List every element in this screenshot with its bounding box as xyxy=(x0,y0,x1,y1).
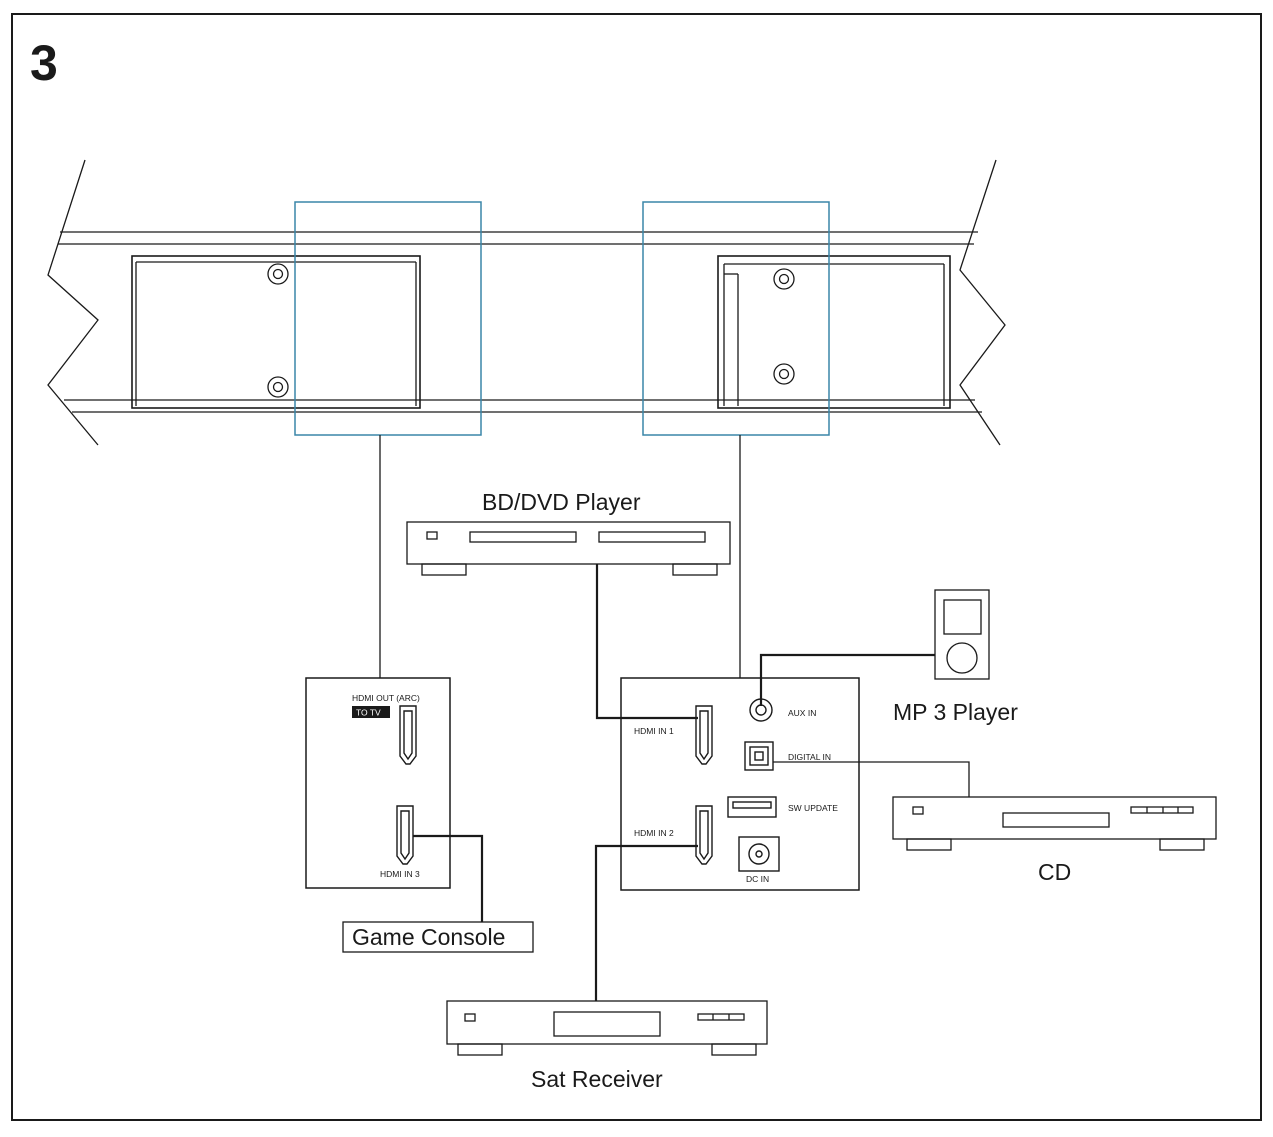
sw-update-label: SW UPDATE xyxy=(788,803,838,813)
left-recess xyxy=(131,255,421,409)
cable-cd-to-digital-in xyxy=(773,761,970,797)
dc-power-port-icon xyxy=(738,836,780,872)
callout-box-right xyxy=(642,201,830,436)
sat-receiver-label: Sat Receiver xyxy=(531,1066,663,1092)
hdmi-out-arc-label: HDMI OUT (ARC) xyxy=(352,693,420,703)
hdmi-port-icon xyxy=(695,805,713,865)
sat-receiver xyxy=(446,1000,768,1056)
cable-bd-dvd-to-hdmi-in1 xyxy=(595,564,698,720)
usb-port-icon xyxy=(727,796,777,818)
cable-sat-receiver-to-hdmi-in2 xyxy=(594,844,698,1001)
hdmi-port-icon xyxy=(695,705,713,765)
optical-port-icon xyxy=(744,741,774,771)
hdmi-in2-label: HDMI IN 2 xyxy=(634,828,674,838)
to-tv-badge xyxy=(352,706,390,718)
game-console-box xyxy=(342,921,534,953)
soundbar-left-break xyxy=(47,159,99,446)
cd-label: CD xyxy=(1038,859,1071,885)
screw-icon xyxy=(267,376,289,398)
bd-dvd-player-label: BD/DVD Player xyxy=(482,489,641,515)
hdmi-port-icon xyxy=(396,805,414,865)
game-console-label: Game Console xyxy=(352,924,505,950)
screw-icon xyxy=(267,263,289,285)
cd-player xyxy=(892,796,1217,851)
right-connector-panel: HDMI IN 1 HDMI IN 2 AUX IN DIGITAL IN SW… xyxy=(620,677,860,891)
hdmi-in1-label: HDMI IN 1 xyxy=(634,726,674,736)
aux-in-label: AUX IN xyxy=(788,708,816,718)
screw-icon xyxy=(773,363,795,385)
callout-box-left xyxy=(294,201,482,436)
digital-in-label: DIGITAL IN xyxy=(788,752,831,762)
mp3-player-icon xyxy=(934,589,990,680)
cable-mp3-to-aux-in xyxy=(759,653,935,706)
outer-frame xyxy=(11,13,1262,1121)
step-number: 3 xyxy=(30,35,58,91)
to-tv-badge-text: TO TV xyxy=(356,708,381,718)
cable-game-console-to-hdmi-in3 xyxy=(413,834,484,922)
dc-in-label: DC IN xyxy=(746,874,769,884)
hdmi-in3-label: HDMI IN 3 xyxy=(380,869,420,879)
left-connector-panel: HDMI OUT (ARC) TO TV HDMI IN 3 xyxy=(305,677,451,889)
soundbar-right-break xyxy=(959,159,1006,446)
right-recess xyxy=(717,255,951,409)
hdmi-port-icon xyxy=(399,705,417,765)
mp3-player-label: MP 3 Player xyxy=(893,699,1018,725)
soundbar-back xyxy=(47,159,1006,446)
bd-dvd-player xyxy=(406,521,731,576)
screw-icon xyxy=(773,268,795,290)
